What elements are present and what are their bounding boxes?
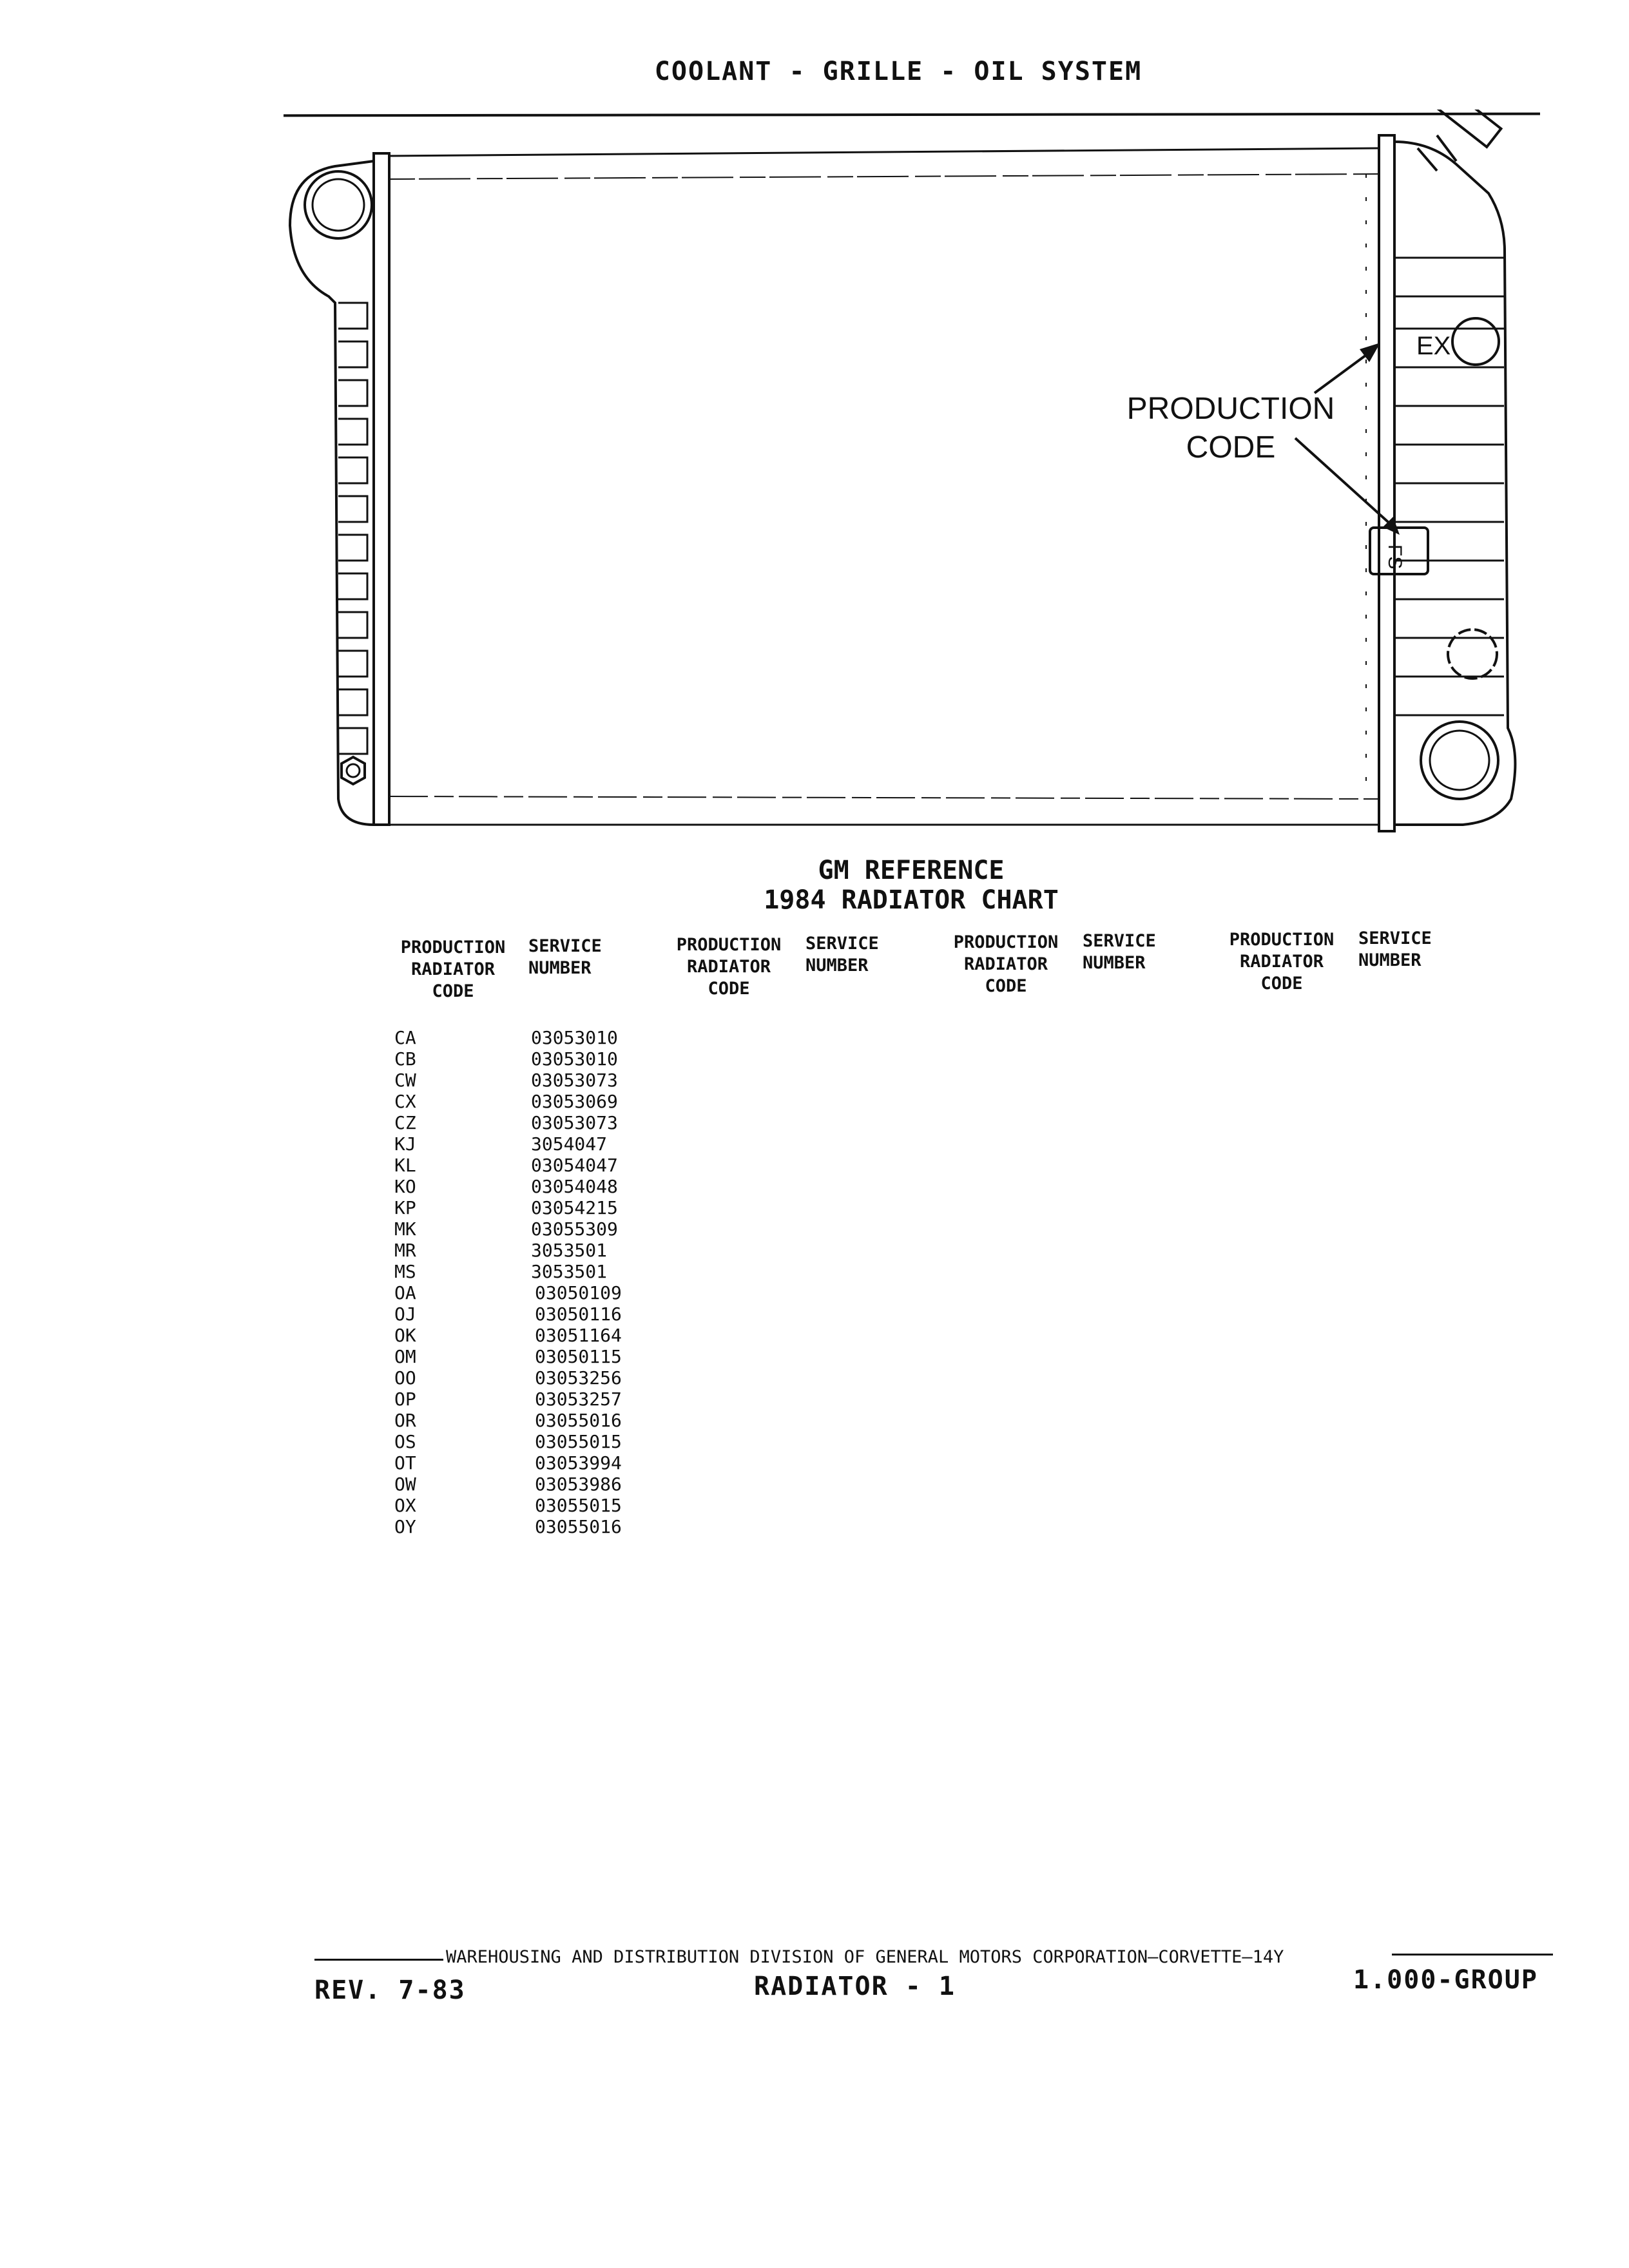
tag-text: FS	[1384, 544, 1405, 569]
footer-rev: REV. 7-83	[314, 1975, 466, 2005]
callout-label-line1: PRODUCTION	[1127, 392, 1335, 426]
col-header-service-2: SERVICE NUMBER	[805, 934, 879, 975]
lower-fitting	[1447, 628, 1498, 680]
left-tank	[288, 160, 383, 826]
col-header-code-1: PRODUCTION RADIATOR CODE	[400, 937, 506, 1001]
col-header-code-2: PRODUCTION RADIATOR CODE	[676, 935, 782, 999]
radiator-cap	[1416, 110, 1503, 172]
radiator-diagram: EX FS PRODUCTION CODE	[288, 110, 1517, 832]
page-title: COOLANT - GRILLE - OIL SYSTEM	[654, 57, 1142, 86]
right-tank-fins	[1394, 256, 1504, 716]
drain-plug	[340, 755, 366, 786]
right-tank	[1394, 140, 1517, 826]
col-header-service-4: SERVICE NUMBER	[1358, 928, 1432, 970]
col-header-code-4: PRODUCTION RADIATOR CODE	[1229, 930, 1335, 994]
footer-page: RADIATOR - 1	[754, 1972, 956, 2001]
footer-rule-right	[1392, 1954, 1553, 1956]
radiator-core	[372, 152, 390, 826]
left-inlet	[304, 170, 373, 240]
col-header-code-3: PRODUCTION RADIATOR CODE	[953, 932, 1059, 996]
footer-division-line: WAREHOUSING AND DISTRIBUTION DIVISION OF…	[446, 1947, 1284, 1967]
bottom-outlet	[1420, 720, 1499, 800]
footer-rule-left	[314, 1959, 443, 1961]
production-code-tag: FS	[1369, 526, 1429, 575]
chart-title-line2: 1984 RADIATOR CHART	[764, 885, 1059, 915]
col-header-service-1: SERVICE NUMBER	[528, 936, 602, 978]
ex-outlet	[1451, 317, 1500, 366]
callout-label-line2: CODE	[1186, 430, 1276, 465]
footer-group: 1.000-GROUP	[1353, 1965, 1538, 1995]
chart-title-line1: GM REFERENCE	[818, 856, 1005, 885]
left-tank-fins	[338, 302, 369, 755]
callout-arrow-tag	[1294, 437, 1396, 530]
ex-label: EX	[1416, 332, 1451, 360]
col-header-service-3: SERVICE NUMBER	[1083, 931, 1156, 973]
